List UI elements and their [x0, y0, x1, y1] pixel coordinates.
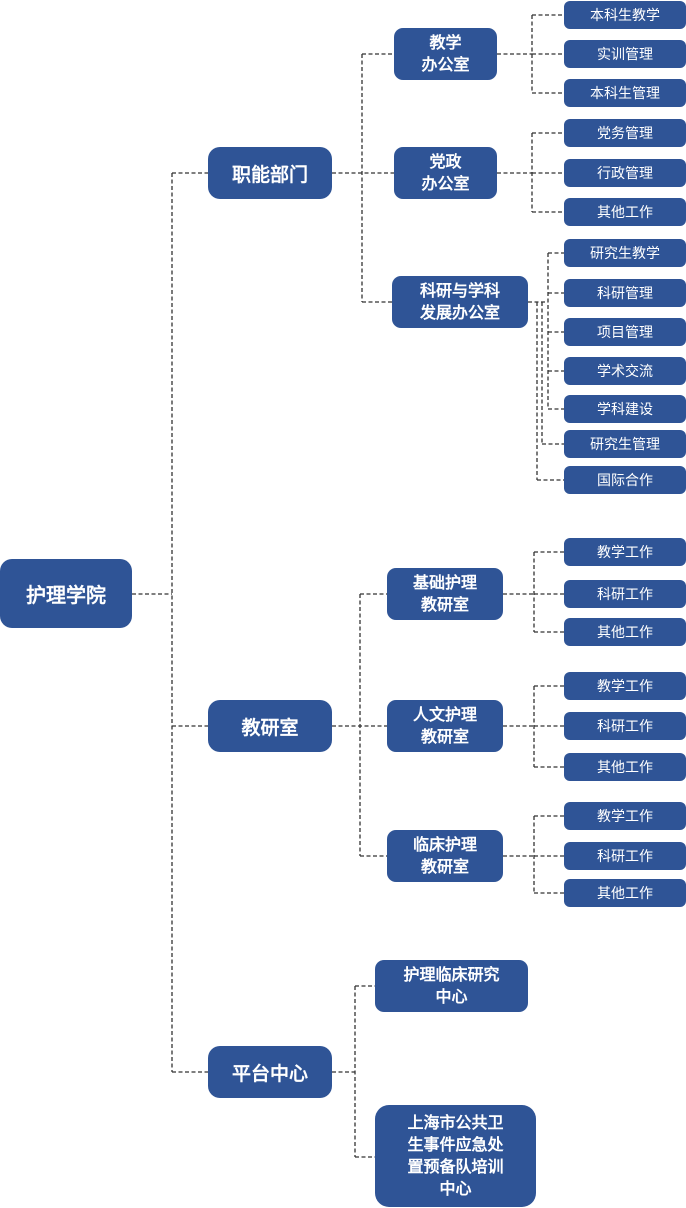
node-party-office: 党政 办公室 [394, 147, 497, 199]
leaf-node: 本科生管理 [564, 79, 686, 107]
node-label: 护理临床研究 中心 [403, 965, 500, 1006]
node-label: 研究生教学 [590, 246, 660, 262]
node-label: 科研与学科 发展办公室 [419, 281, 500, 322]
node-label: 党政 办公室 [421, 152, 470, 193]
leaf-node: 其他工作 [564, 879, 686, 907]
node-root: 护理学院 [0, 559, 132, 628]
node-label: 科研管理 [597, 286, 653, 302]
node-teaching-research-rooms: 教研室 [208, 700, 332, 752]
leaf-node: 本科生教学 [564, 1, 686, 29]
node-label: 人文护理 教研室 [412, 705, 477, 746]
leaf-node: 国际合作 [564, 466, 686, 494]
leaf-node: 党务管理 [564, 119, 686, 147]
node-label: 本科生教学 [590, 8, 660, 24]
node-label: 上海市公共卫 生事件应急处 置预备队培训 中心 [407, 1113, 504, 1198]
node-teaching-office: 教学 办公室 [394, 28, 497, 80]
node-label: 研究生管理 [590, 437, 660, 453]
node-label: 职能部门 [231, 163, 308, 186]
node-label: 项目管理 [597, 325, 653, 341]
node-label: 护理学院 [26, 583, 106, 607]
node-basic-nursing: 基础护理 教研室 [387, 568, 503, 620]
leaf-node: 科研工作 [564, 712, 686, 740]
node-label: 教学 办公室 [421, 33, 470, 74]
leaf-node: 教学工作 [564, 802, 686, 830]
leaf-node: 行政管理 [564, 159, 686, 187]
node-label: 教学工作 [597, 809, 653, 825]
node-label: 基础护理 教研室 [412, 573, 477, 614]
node-label: 教学工作 [597, 679, 653, 695]
node-label: 教学工作 [597, 545, 653, 561]
leaf-node: 其他工作 [564, 753, 686, 781]
node-label: 平台中心 [231, 1062, 308, 1085]
leaf-node: 教学工作 [564, 672, 686, 700]
node-label: 行政管理 [597, 166, 653, 182]
leaf-node: 学术交流 [564, 357, 686, 385]
node-clinical-research-center: 护理临床研究 中心 [375, 960, 528, 1012]
leaf-node: 研究生教学 [564, 239, 686, 267]
node-label: 科研工作 [597, 719, 653, 735]
node-label: 党务管理 [597, 126, 653, 142]
node-label: 其他工作 [597, 205, 653, 221]
node-label: 其他工作 [597, 886, 653, 902]
node-emergency-training-center: 上海市公共卫 生事件应急处 置预备队培训 中心 [375, 1105, 536, 1207]
leaf-node: 科研管理 [564, 279, 686, 307]
node-label: 其他工作 [597, 760, 653, 776]
leaf-node: 研究生管理 [564, 430, 686, 458]
node-label: 科研工作 [597, 587, 653, 603]
node-label: 实训管理 [597, 47, 653, 63]
node-label: 学术交流 [597, 364, 653, 380]
node-platform-center: 平台中心 [208, 1046, 332, 1098]
leaf-node: 教学工作 [564, 538, 686, 566]
node-label: 教研室 [241, 716, 299, 739]
leaf-node: 学科建设 [564, 395, 686, 423]
node-functional-departments: 职能部门 [208, 147, 332, 199]
node-label: 国际合作 [597, 473, 653, 489]
node-label: 本科生管理 [590, 86, 660, 102]
leaf-node: 其他工作 [564, 198, 686, 226]
node-label: 临床护理 教研室 [412, 835, 477, 876]
leaf-node: 实训管理 [564, 40, 686, 68]
leaf-node: 科研工作 [564, 842, 686, 870]
node-humanistic-nursing: 人文护理 教研室 [387, 700, 503, 752]
node-research-discipline-office: 科研与学科 发展办公室 [392, 276, 528, 328]
leaf-node: 科研工作 [564, 580, 686, 608]
node-clinical-nursing: 临床护理 教研室 [387, 830, 503, 882]
leaf-node: 项目管理 [564, 318, 686, 346]
node-label: 其他工作 [597, 625, 653, 641]
node-label: 科研工作 [597, 849, 653, 865]
node-label: 学科建设 [597, 402, 653, 418]
leaf-node: 其他工作 [564, 618, 686, 646]
